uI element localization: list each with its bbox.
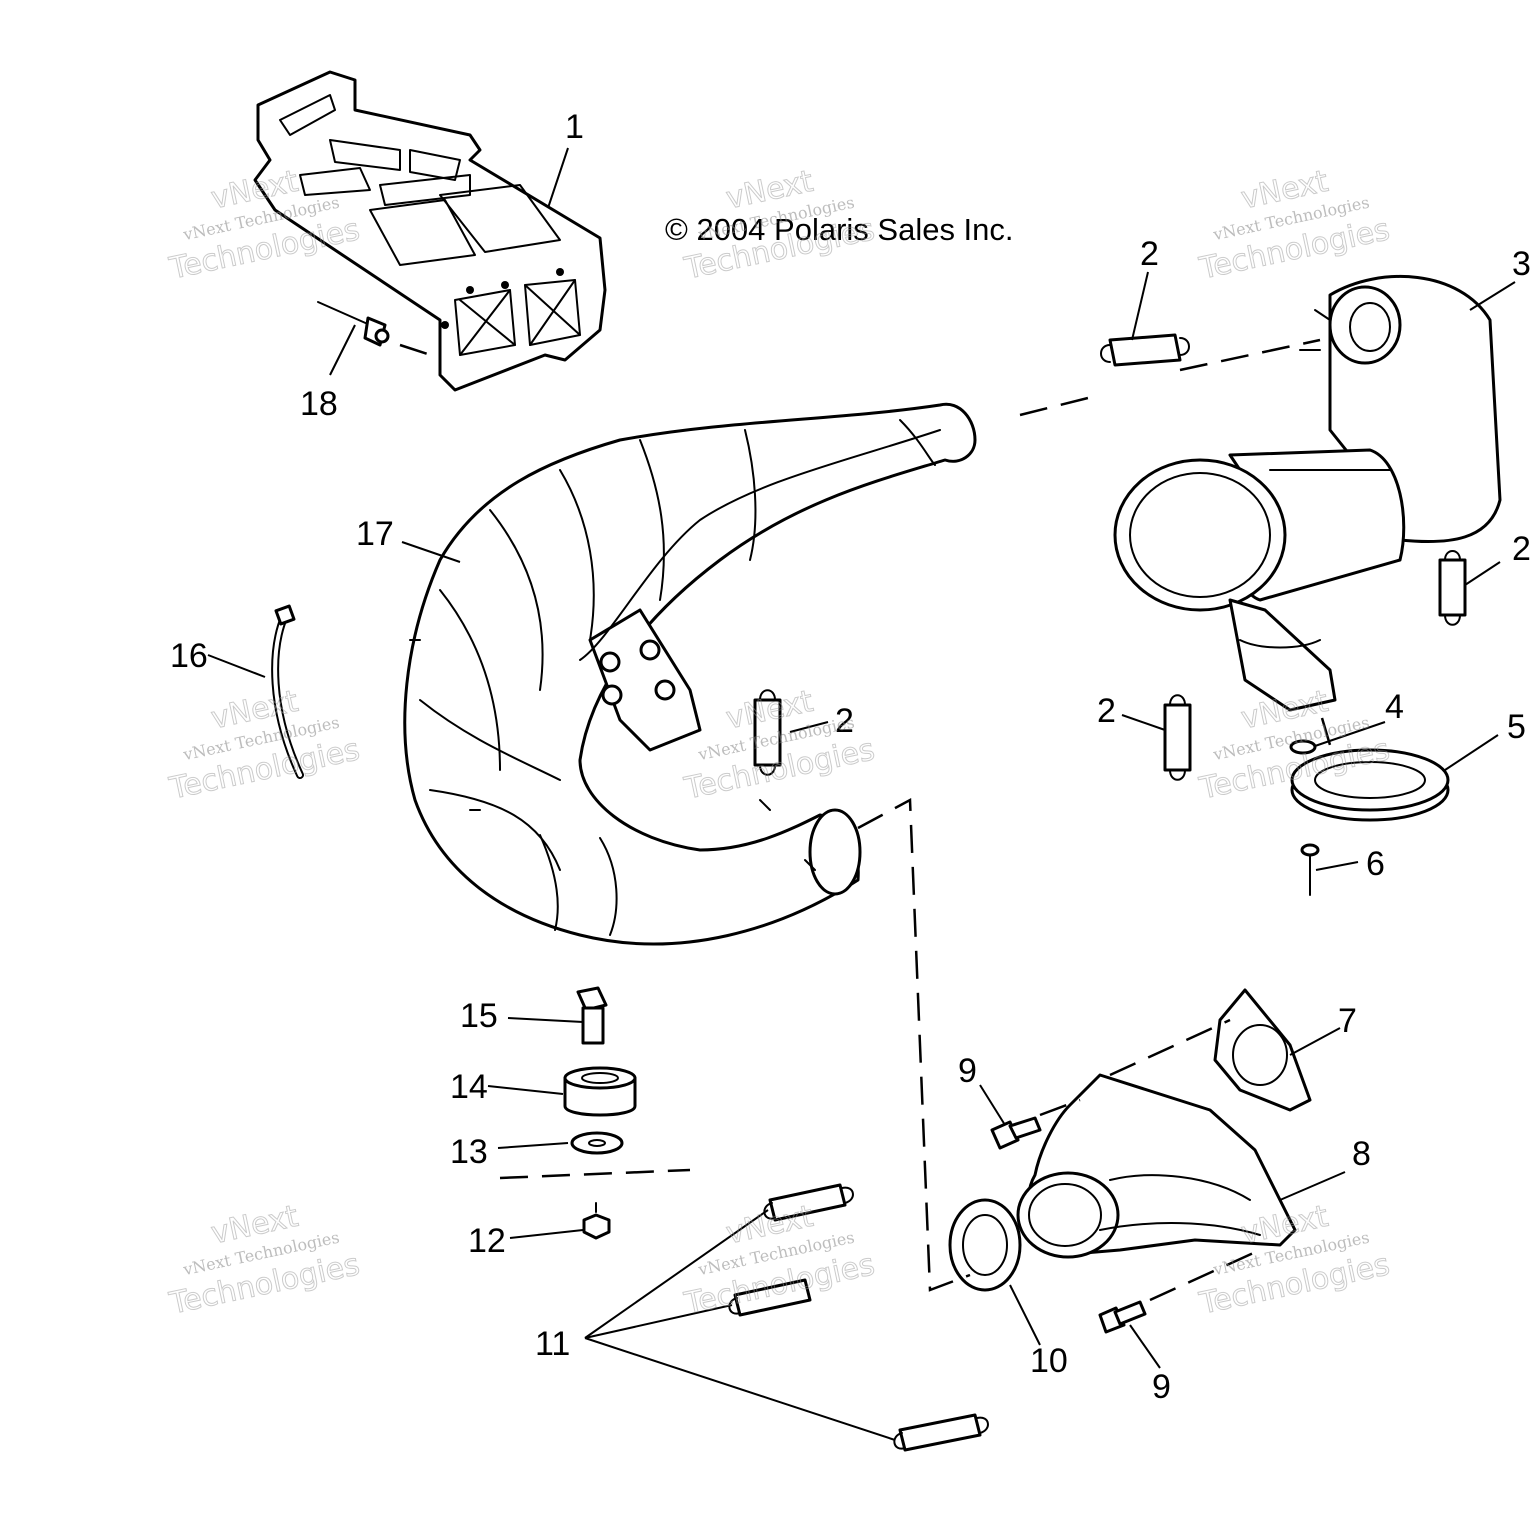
part-11-spring-3: [893, 1413, 989, 1452]
part-12-nut: [582, 1213, 611, 1240]
callout-12: 12: [468, 1222, 506, 1260]
callout-13: 13: [450, 1133, 488, 1171]
callout-2-top: 2: [1140, 235, 1159, 273]
part-2-spring-chamber: [753, 689, 782, 776]
part-3-silencer: [1113, 274, 1502, 712]
watermark-bottom-left: vNext vNext Technologies Technologies: [165, 1198, 363, 1322]
callout-14: 14: [450, 1068, 488, 1106]
callout-17: 17: [356, 515, 394, 553]
part-14-bushing: [563, 1066, 637, 1117]
part-11-spring-2: [728, 1278, 812, 1317]
part-1-bracket: [253, 70, 607, 392]
callout-3: 3: [1512, 245, 1531, 283]
part-8-manifold: [1016, 1073, 1297, 1259]
part-18-rivet: [317, 301, 390, 347]
part-5-grommet: [1290, 748, 1450, 822]
copyright-text: © 2004 Polaris Sales Inc.: [665, 212, 1014, 247]
callout-8: 8: [1352, 1135, 1371, 1173]
watermark-top-right: vNext vNext Technologies Technologies: [1195, 163, 1393, 287]
part-7-gasket: [1213, 988, 1312, 1112]
part-15-bolt: [576, 986, 608, 1045]
callout-7: 7: [1338, 1002, 1357, 1040]
part-2-spring-right: [1438, 550, 1467, 626]
watermark-middle-left: vNext vNext Technologies Technologies: [165, 683, 363, 807]
part-9-bolt-upper: [990, 1116, 1042, 1150]
part-6-rivet: [1300, 843, 1320, 896]
part-2-spring-middle: [1163, 694, 1192, 781]
part-17-expansion-chamber: [403, 402, 977, 946]
watermark-middle-center: vNext vNext Technologies Technologies: [680, 683, 878, 807]
callout-1: 1: [565, 108, 584, 146]
callout-2-middle: 2: [1097, 692, 1116, 730]
part-10-seal: [948, 1198, 1022, 1292]
part-13-washer: [570, 1131, 624, 1155]
watermark-bottom-center: vNext vNext Technologies Technologies: [680, 1198, 878, 1322]
part-4-washer: [1289, 739, 1317, 755]
callout-2-chamber: 2: [835, 702, 854, 740]
callout-18: 18: [300, 385, 338, 423]
part-16-strap: [271, 604, 304, 779]
callout-9-lower: 9: [1152, 1368, 1171, 1406]
callout-6: 6: [1366, 845, 1385, 883]
callout-5: 5: [1507, 708, 1526, 746]
part-9-bolt-lower: [1098, 1300, 1147, 1334]
callout-11: 11: [535, 1325, 570, 1363]
callout-4: 4: [1385, 688, 1404, 726]
callout-16: 16: [170, 637, 208, 675]
callout-15: 15: [460, 997, 498, 1035]
callout-10: 10: [1030, 1342, 1068, 1380]
callout-9-upper: 9: [958, 1052, 977, 1090]
callout-2-right: 2: [1512, 530, 1531, 568]
part-2-spring-top: [1100, 333, 1190, 367]
